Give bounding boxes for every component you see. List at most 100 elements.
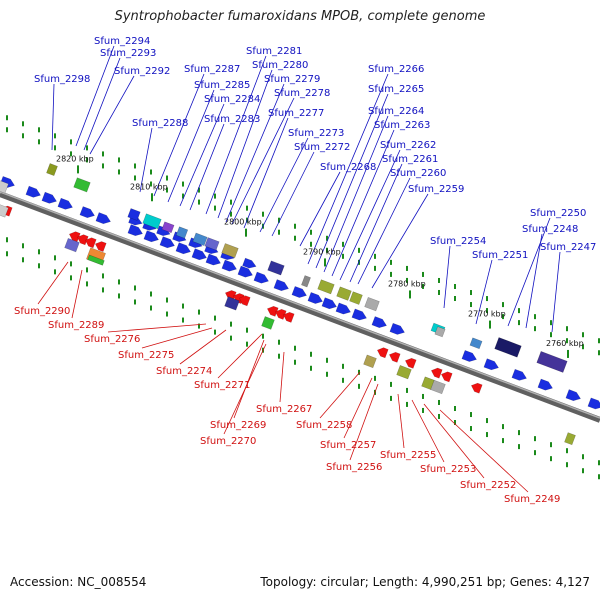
forward-gene-arrow [95, 212, 111, 225]
forward-gene-arrow [253, 271, 269, 284]
guide-dash [486, 296, 488, 302]
guide-dash [406, 277, 408, 283]
guide-dash [342, 377, 344, 383]
forward-gene-label: Sfum_2285 [194, 80, 250, 91]
guide-dash [6, 237, 8, 243]
guide-dash [22, 257, 24, 263]
forward-gene-label: Sfum_2262 [380, 140, 436, 151]
guide-dash [310, 351, 312, 357]
tick-label: 2820 kbp [56, 154, 94, 163]
forward-gene-label: Sfum_2294 [94, 36, 150, 47]
forward-gene-label: Sfum_2266 [368, 64, 424, 75]
forward-leader [315, 93, 389, 269]
gene-feature-box [127, 208, 141, 221]
reverse-gene-arrow [404, 357, 417, 369]
forward-gene-label: Sfum_2293 [100, 48, 156, 59]
forward-gene-arrow [159, 236, 175, 249]
guide-dash [54, 255, 56, 261]
forward-gene-arrow [537, 378, 553, 391]
guide-dash [582, 468, 584, 474]
guide-dash [342, 241, 344, 247]
guide-dash [310, 241, 312, 247]
forward-gene-arrow [307, 292, 323, 304]
gene-feature-box [469, 337, 483, 350]
gene-feature-box [564, 432, 576, 446]
forward-leader [307, 73, 389, 265]
guide-dash [214, 205, 216, 211]
reverse-leader [223, 343, 267, 435]
reverse-gene-label: Sfum_2255 [380, 450, 436, 461]
guide-dash [230, 335, 232, 341]
guide-dash [502, 424, 504, 430]
forward-gene-arrow [191, 248, 207, 261]
guide-dash [390, 381, 392, 387]
forward-leader [331, 129, 395, 277]
guide-dash [246, 205, 248, 211]
forward-gene-label: Sfum_2250 [530, 208, 586, 219]
guide-dash [422, 283, 424, 289]
guide-dash [502, 302, 504, 308]
forward-leader [75, 45, 115, 147]
reverse-gene-label: Sfum_2252 [460, 480, 516, 491]
forward-leader [205, 55, 267, 215]
guide-dash [454, 296, 456, 302]
guide-dash [278, 217, 280, 223]
guide-dash [598, 350, 600, 356]
forward-gene-label: Sfum_2280 [252, 60, 308, 71]
guide-dash [326, 235, 328, 241]
guide-dash [486, 418, 488, 424]
guide-dash [198, 187, 200, 193]
guide-dash [582, 332, 584, 338]
guide-dash [358, 247, 360, 253]
gene-feature-box [73, 177, 91, 193]
guide-dash [470, 302, 472, 308]
guide-dash [230, 321, 232, 327]
guide-dash [134, 163, 136, 169]
guide-dash [38, 249, 40, 255]
forward-gene-label: Sfum_2265 [368, 84, 424, 95]
forward-leader [299, 171, 341, 247]
reverse-leader [37, 261, 69, 305]
forward-leader [475, 259, 493, 325]
gene-feature-box [494, 337, 522, 358]
guide-dash [406, 387, 408, 393]
genome-backbone-highlight [0, 191, 600, 419]
gene-feature-box [0, 203, 9, 218]
guide-dash [358, 369, 360, 375]
guide-dash [118, 169, 120, 175]
forward-leader [357, 177, 411, 285]
forward-gene-label: Sfum_2284 [204, 94, 260, 105]
forward-gene-arrow [41, 191, 57, 204]
gene-features [0, 163, 600, 446]
guide-dash [166, 311, 168, 317]
guide-dash [598, 474, 600, 480]
forward-leader [271, 151, 315, 237]
reverse-leader [411, 399, 445, 463]
gene-labels: Sfum_2298Sfum_2294Sfum_2293Sfum_2292Sfum… [14, 36, 596, 505]
guide-dash [118, 157, 120, 163]
guide-dash [470, 412, 472, 418]
guide-dash [374, 375, 376, 381]
guide-dash [534, 436, 536, 442]
guide-dash [198, 323, 200, 329]
guide-dash [534, 314, 536, 320]
forward-gene-label: Sfum_2247 [540, 242, 596, 253]
gene-feature-box [536, 351, 568, 373]
tick-label: 2800 kbp [224, 218, 262, 227]
guide-dash [54, 133, 56, 139]
guide-dash [6, 115, 8, 121]
guide-dash [182, 181, 184, 187]
gene-feature-box [363, 354, 377, 369]
guide-dash [454, 406, 456, 412]
forward-gene-arrow [221, 259, 237, 272]
guide-dash [166, 187, 168, 193]
forward-gene-label: Sfum_2277 [268, 108, 324, 119]
guide-dash [518, 430, 520, 436]
guide-dash [310, 365, 312, 371]
gene-feature-box [46, 163, 58, 176]
reverse-leader [179, 329, 227, 365]
gene-feature-box [301, 275, 311, 288]
forward-gene-arrow [565, 389, 581, 402]
gene-feature-box [430, 379, 446, 395]
